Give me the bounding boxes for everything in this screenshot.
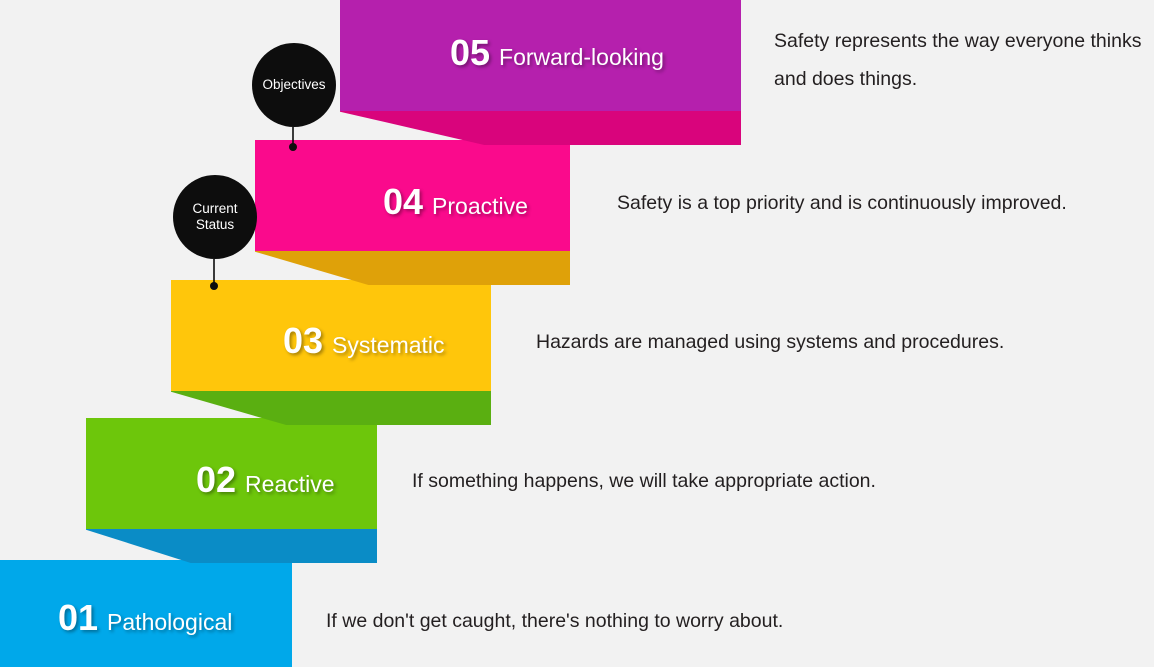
step-01-face[interactable] xyxy=(0,560,292,667)
step-04-shape xyxy=(255,140,570,285)
marker-current-status-connector-dot xyxy=(210,282,218,290)
step-05-face[interactable] xyxy=(340,0,741,111)
marker-objectives-circle[interactable] xyxy=(252,43,336,127)
step-03-shape xyxy=(171,280,491,425)
step-02-face[interactable] xyxy=(86,418,377,529)
step-01-shape xyxy=(0,560,292,667)
marker-current-status-circle[interactable] xyxy=(173,175,257,259)
step-03-description: Hazards are managed using systems and pr… xyxy=(536,331,1005,353)
step-04-description: Safety is a top priority and is continuo… xyxy=(617,192,1067,214)
step-05-description: Safety represents the way everyone think… xyxy=(774,30,1142,90)
marker-objectives xyxy=(252,43,336,151)
marker-objectives-connector-dot xyxy=(289,143,297,151)
step-02-description: If something happens, we will take appro… xyxy=(412,470,876,492)
step-05-shape xyxy=(340,0,741,145)
step-03-face[interactable] xyxy=(171,280,491,391)
marker-current-status xyxy=(173,175,257,290)
step-01-description: If we don't get caught, there's nothing … xyxy=(326,610,784,632)
step-04-face[interactable] xyxy=(255,140,570,251)
step-02-shape xyxy=(86,418,377,563)
